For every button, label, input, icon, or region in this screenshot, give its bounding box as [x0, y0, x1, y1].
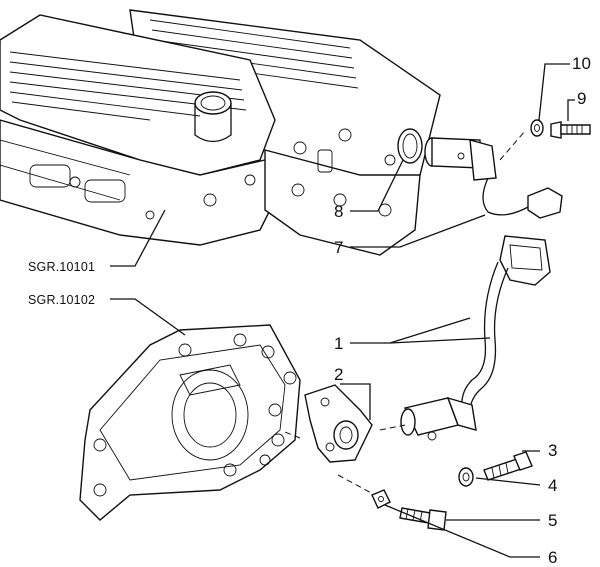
timing-cover-housing: [79, 324, 301, 521]
washer-part-10: [530, 119, 544, 137]
washer-part-6: [371, 489, 391, 509]
callout-9: 9: [577, 89, 586, 108]
crankshaft-sensor-part-1: [379, 235, 551, 441]
callout-8: 8: [334, 202, 343, 221]
callout-7: 7: [334, 238, 343, 257]
reference-code-upper: SGR.10101: [28, 260, 95, 274]
bolt-part-3: [483, 451, 533, 481]
sensor-bracket-part-2: [284, 384, 376, 496]
reference-code-lower: SGR.10102: [28, 293, 95, 307]
bolt-part-5: [399, 507, 447, 531]
washer-part-4: [458, 467, 474, 487]
bolt-part-9: [550, 121, 591, 139]
callout-2: 2: [334, 365, 343, 384]
leader-lines: [110, 63, 575, 558]
callout-4: 4: [548, 476, 557, 495]
o-ring-part-8: [397, 128, 423, 164]
callout-5: 5: [548, 511, 557, 530]
cylinder-head-assembly: [0, 9, 441, 256]
callout-1: 1: [334, 334, 343, 353]
camshaft-sensor-part-7: [424, 130, 563, 219]
callout-3: 3: [548, 441, 557, 460]
callout-6: 6: [548, 548, 557, 567]
callout-10: 10: [572, 54, 591, 73]
